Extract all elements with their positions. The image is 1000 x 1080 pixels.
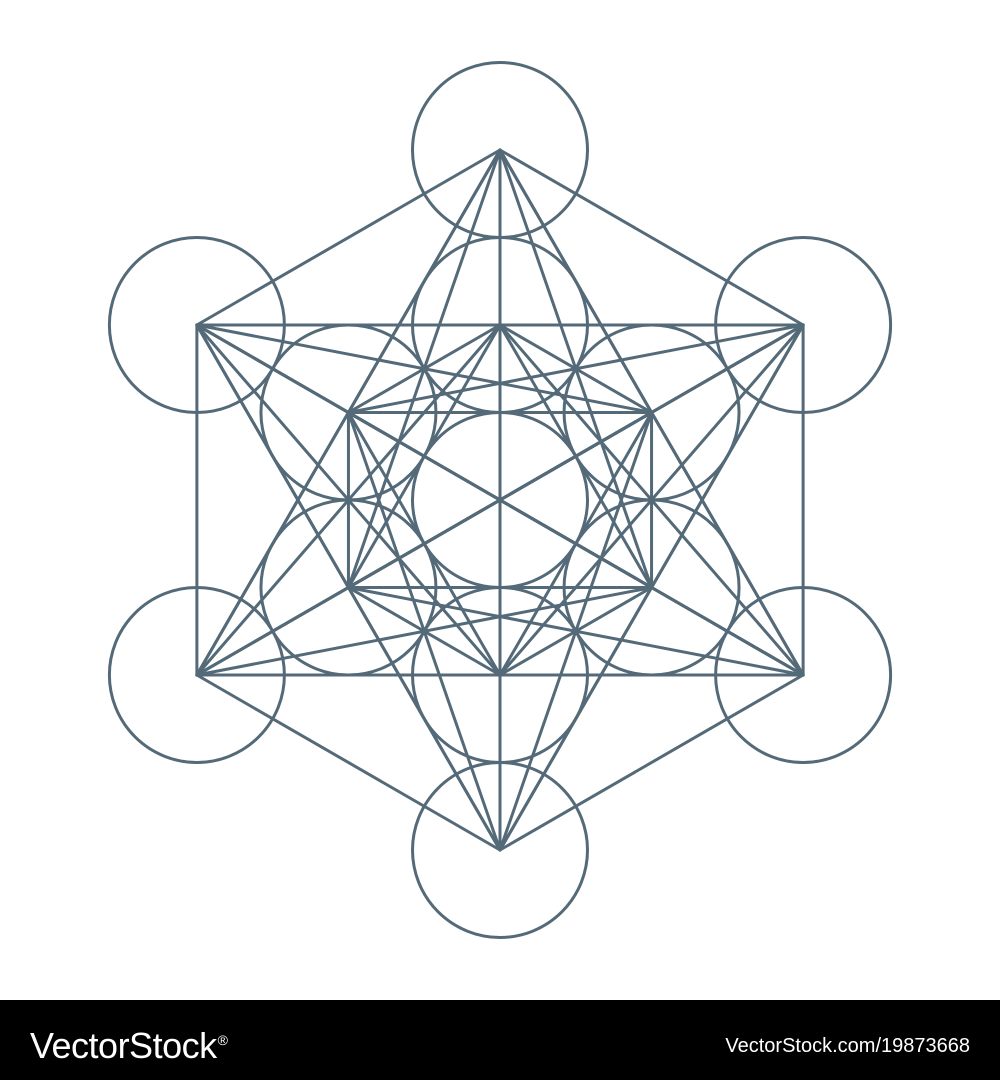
outer-ring-circle [107,586,286,764]
connecting-line [195,673,502,852]
outer-ring-circle [411,61,589,239]
inner-ring-circle [562,498,741,677]
connecting-line [195,148,502,327]
registered-mark: ® [217,1032,228,1048]
connecting-line [195,323,805,677]
metatrons-cube-svg [107,61,893,939]
watermark-bar: VectorStock® VectorStock.com/19873668 [0,1000,1000,1080]
brand-name: VectorStock [30,1025,217,1066]
connecting-lines [195,148,805,852]
outer-ring-circle [107,236,286,414]
outer-ring-circle [411,761,589,939]
outer-ring-circle [714,236,893,414]
vectorstock-logo: VectorStock® [30,1020,228,1066]
connecting-line [498,148,805,327]
circles [107,61,893,939]
inner-ring-circle [259,323,438,502]
connecting-line [195,323,502,852]
outer-ring-circle [714,586,893,764]
connecting-line [498,673,805,852]
metatrons-cube-figure [107,61,893,939]
image-id: VectorStock.com/19873668 [725,1035,970,1057]
